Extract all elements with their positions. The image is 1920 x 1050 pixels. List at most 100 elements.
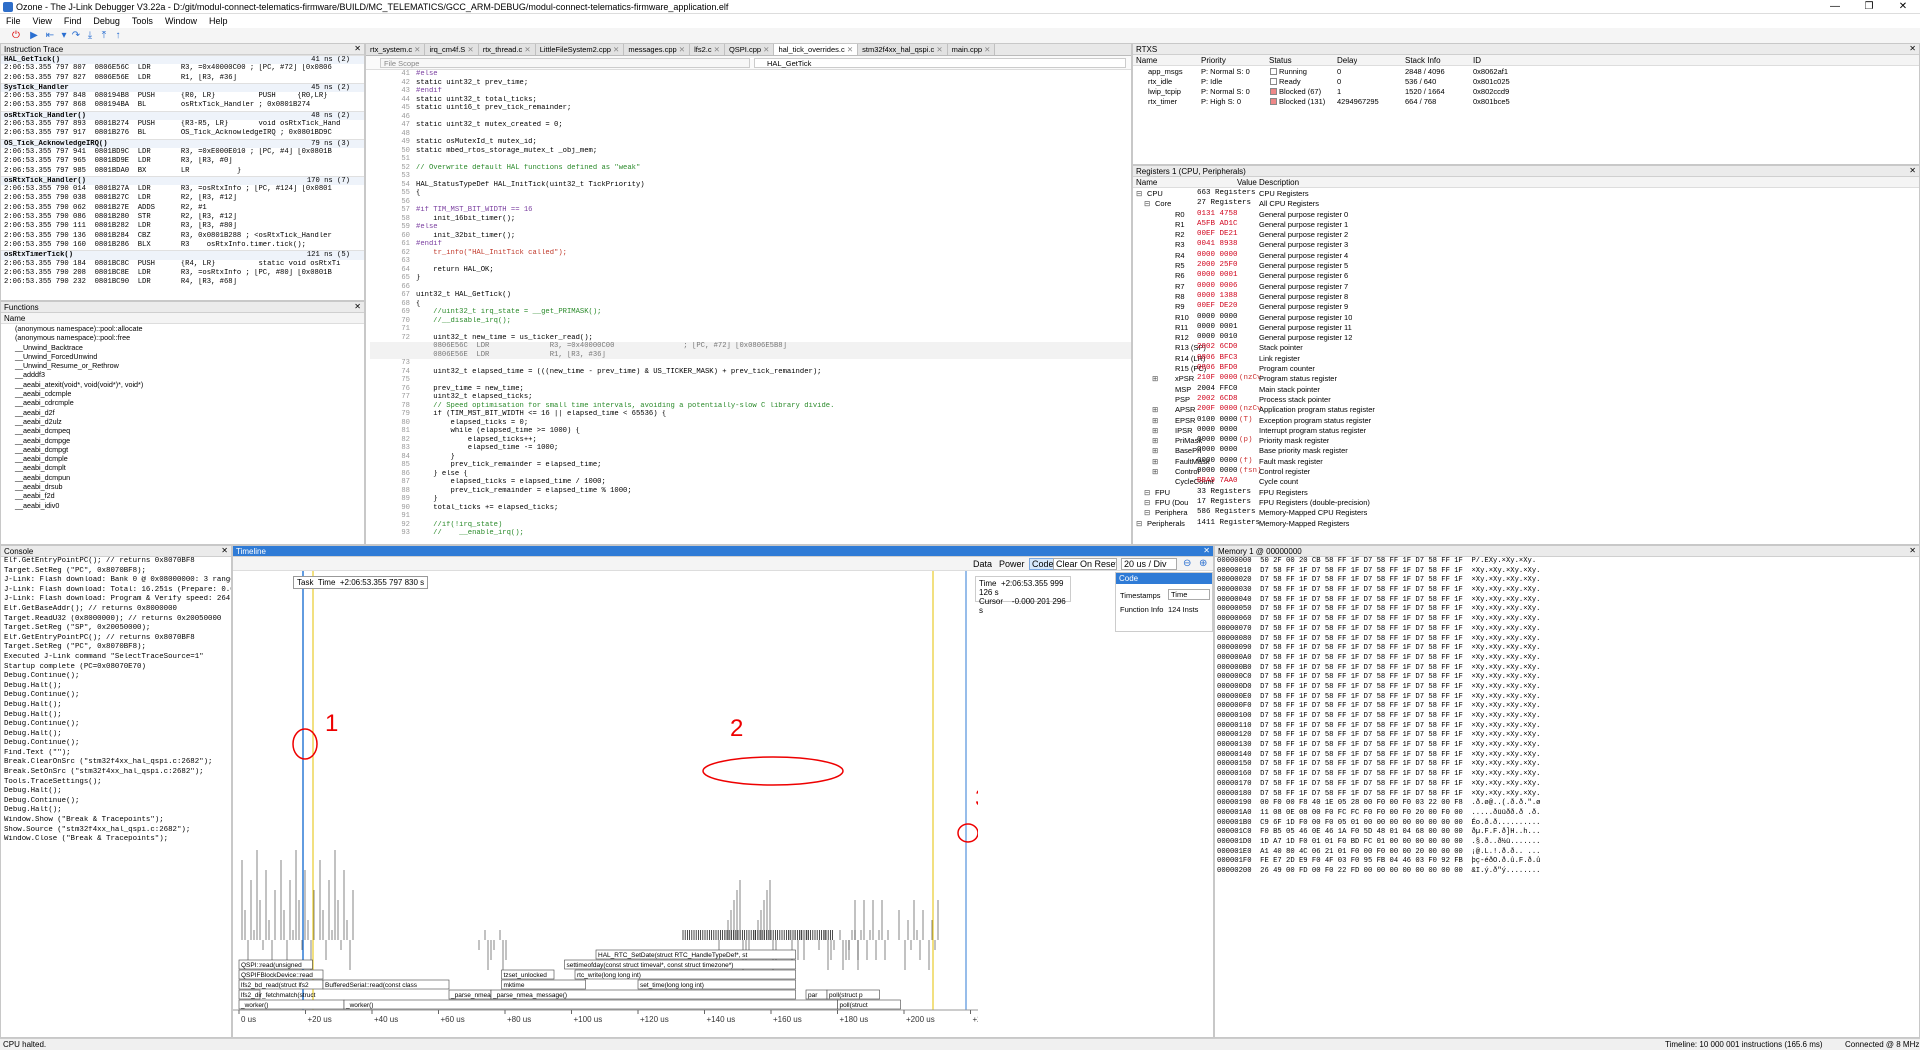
register-value[interactable]: 0000 1388 xyxy=(1197,291,1238,300)
timestamps-select[interactable]: Time xyxy=(1168,589,1210,600)
code-line[interactable]: 55{ xyxy=(370,189,1131,198)
function-item[interactable]: __aeabi_cdrcmple xyxy=(15,398,74,408)
col-delay[interactable]: Delay xyxy=(1337,56,1358,65)
power-button[interactable]: Power xyxy=(999,559,1025,569)
expand-icon[interactable]: ⊟ xyxy=(1144,199,1151,209)
memory-row[interactable]: 00000080 D7 58 FF 1F D7 58 FF 1F D7 58 F… xyxy=(1217,634,1541,643)
memory-row[interactable]: 00000090 D7 58 FF 1F D7 58 FF 1F D7 58 F… xyxy=(1217,644,1541,653)
timeline-bar[interactable] xyxy=(238,969,324,980)
trace-group-row[interactable]: osRtxTick_Handler()170 ns (7) xyxy=(1,175,364,186)
menu-window[interactable]: Window xyxy=(164,16,197,26)
register-value[interactable]: 663 Registers xyxy=(1197,189,1256,197)
function-item[interactable]: (anonymous namespace)::pool::allocate xyxy=(15,324,143,333)
trace-row[interactable]: 2:06:53.355 797 941 0801BD9C LDR R3, =0x… xyxy=(1,148,364,157)
memory-row[interactable]: 000000B0 D7 58 FF 1F D7 58 FF 1F D7 58 F… xyxy=(1217,663,1541,672)
register-value[interactable]: 00EF DE20 xyxy=(1197,302,1238,311)
code-line[interactable]: 41#else xyxy=(370,70,1131,79)
timeline-bar[interactable] xyxy=(837,999,901,1010)
code-line[interactable]: 86 } else { xyxy=(370,470,1131,479)
line-number[interactable]: 50 xyxy=(401,146,410,155)
line-number[interactable]: 56 xyxy=(401,197,410,206)
line-number[interactable]: 41 xyxy=(401,70,410,78)
code-line[interactable]: 85 prev_tick_remainder = elapsed_time; xyxy=(370,461,1131,470)
step-out-icon[interactable]: ⤒ xyxy=(101,30,107,41)
code-line[interactable]: 46 xyxy=(370,113,1131,122)
memory-row[interactable]: 00000070 D7 58 FF 1F D7 58 FF 1F D7 58 F… xyxy=(1217,624,1541,633)
zoom-select[interactable]: 20 us / Div xyxy=(1121,558,1177,570)
col-description[interactable]: Description xyxy=(1259,178,1300,187)
code-line[interactable]: 57#if TIM_MST_BIT_WIDTH == 16 xyxy=(370,206,1131,215)
register-value[interactable]: 0041 8938 xyxy=(1197,240,1238,249)
editor-tab[interactable]: QSPI.cpp ✕ xyxy=(724,44,775,55)
trace-group-row[interactable]: osRtxTimerTick()121 ns (5) xyxy=(1,250,364,260)
close-icon[interactable]: ✕ xyxy=(610,45,620,54)
line-number[interactable]: 78 xyxy=(401,401,410,410)
trace-row[interactable]: 2:06:53.355 790 111 0801B282 LDR R3, [R3… xyxy=(1,222,364,231)
expand-icon[interactable]: ⊟ xyxy=(1136,518,1143,528)
timeline-bar[interactable] xyxy=(595,949,796,960)
col-priority[interactable]: Priority xyxy=(1201,56,1226,65)
memory-row[interactable]: 00000020 D7 58 FF 1F D7 58 FF 1F D7 58 F… xyxy=(1217,576,1541,585)
editor-tab[interactable]: rtx_thread.c ✕ xyxy=(478,44,536,55)
register-value[interactable]: 1411 Registers xyxy=(1197,518,1261,527)
code-line[interactable]: 79 if (TIM_MST_BIT_WIDTH <= 16 || elapse… xyxy=(370,410,1131,419)
line-number[interactable]: 57 xyxy=(401,206,410,214)
timeline-bar[interactable] xyxy=(564,959,796,970)
memory-row[interactable]: 00000100 D7 58 FF 1F D7 58 FF 1F D7 58 F… xyxy=(1217,712,1541,720)
code-line[interactable]: 56 xyxy=(370,198,1131,207)
memory-row[interactable]: 000000A0 D7 58 FF 1F D7 58 FF 1F D7 58 F… xyxy=(1217,653,1541,662)
col-status[interactable]: Status xyxy=(1269,56,1292,65)
code-line[interactable]: 88 prev_tick_remainder = elapsed_time % … xyxy=(370,487,1131,496)
timeline-chart[interactable]: 0 us+20 us+40 us+60 us+80 us+100 us+120 … xyxy=(233,571,978,1026)
trace-row[interactable]: 2:06:53.355 797 868 080194BA BL osRtxTic… xyxy=(1,101,364,110)
function-item[interactable]: __aeabi_idiv0 xyxy=(15,500,60,510)
trace-group-row[interactable]: osRtxTick_Handler()48 ns (2) xyxy=(1,110,364,121)
line-number[interactable]: 82 xyxy=(401,435,410,444)
trace-row[interactable]: 2:06:53.355 790 136 0801B284 CBZ R3, 0x0… xyxy=(1,232,364,241)
line-number[interactable]: 87 xyxy=(401,478,410,486)
code-line[interactable]: 81 while (elapsed_time >= 1000) { xyxy=(370,427,1131,436)
trace-group-row[interactable]: HAL_GetTick()41 ns (2) xyxy=(1,55,364,65)
line-number[interactable]: 90 xyxy=(401,503,410,512)
timeline-bar[interactable] xyxy=(637,979,796,990)
trace-row[interactable]: 2:06:53.355 797 848 080194B8 PUSH {R0, L… xyxy=(1,92,364,101)
line-number[interactable]: 48 xyxy=(401,129,410,138)
line-number[interactable]: 42 xyxy=(401,78,410,87)
register-value[interactable]: 0806 BFC3 xyxy=(1197,353,1238,362)
line-number[interactable]: 79 xyxy=(401,410,410,418)
line-number[interactable]: 76 xyxy=(401,384,410,393)
memory-row[interactable]: 000000D0 D7 58 FF 1F D7 58 FF 1F D7 58 F… xyxy=(1217,682,1541,691)
expand-icon[interactable]: ⊞ xyxy=(1152,374,1159,384)
code-line[interactable]: 91 xyxy=(370,512,1131,521)
trace-row[interactable]: 2:06:53.355 797 807 0806E56C LDR R3, =0x… xyxy=(1,64,364,73)
power-icon[interactable]: ⏻ xyxy=(12,30,20,41)
line-number[interactable]: 51 xyxy=(401,155,410,163)
register-value[interactable]: 33 Registers xyxy=(1197,487,1252,496)
line-number[interactable]: 81 xyxy=(401,427,410,435)
line-number[interactable]: 88 xyxy=(401,486,410,495)
line-number[interactable]: 80 xyxy=(401,418,410,427)
code-line[interactable]: 52// Overwrite default HAL functions def… xyxy=(370,164,1131,173)
code-line[interactable]: 72 uint32_t new_time = us_ticker_read(); xyxy=(370,334,1131,343)
function-item[interactable]: __aeabi_dcmplt xyxy=(15,463,66,473)
editor-tab[interactable]: rtx_system.c ✕ xyxy=(366,44,426,55)
memory-row[interactable]: 00000030 D7 58 FF 1F D7 58 FF 1F D7 58 F… xyxy=(1217,586,1541,595)
timeline-bar[interactable] xyxy=(490,989,796,1000)
line-number[interactable]: 62 xyxy=(401,248,410,257)
trace-row[interactable]: 2:06:53.355 797 965 0801BD9E LDR R3, [R3… xyxy=(1,157,364,166)
function-scope-select[interactable]: HAL_GetTick xyxy=(754,58,1126,68)
memory-row[interactable]: 000001C0 F0 B5 05 46 0E 46 1A F0 5D 48 0… xyxy=(1217,828,1541,837)
